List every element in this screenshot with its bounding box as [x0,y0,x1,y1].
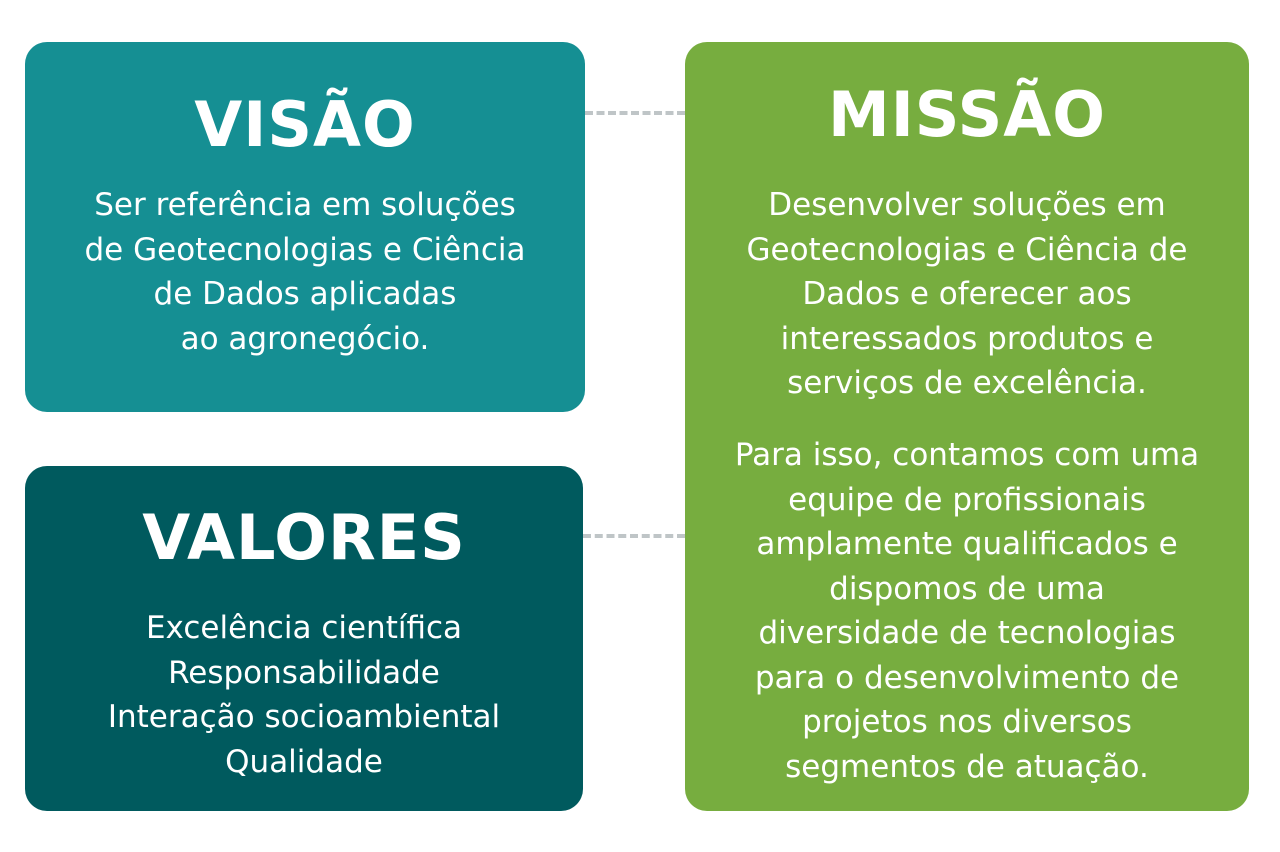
valores-item: Excelência científica [145,610,463,646]
missao-line: diversidade de tecnologias [758,615,1176,651]
missao-paragraph-1: Desenvolver soluções em Geotecnologias e… [685,183,1249,406]
visao-title: VISÃO [194,88,416,161]
missao-line: Dados e oferecer aos [802,276,1132,312]
valores-item: Qualidade [225,743,383,780]
valores-item: Interação socioambiental [107,699,501,735]
connector-valores-missao [583,534,685,538]
valores-list: Excelência científica Responsabilidade I… [25,606,583,784]
connector-visao-missao [585,111,685,115]
missao-card: MISSÃO Desenvolver soluções em Geotecnol… [685,42,1249,811]
missao-line: amplamente qualificados e [756,526,1178,562]
missao-title: MISSÃO [828,78,1106,151]
visao-line: ao agronegócio. [180,320,430,357]
valores-card: VALORES Excelência científica Responsabi… [25,466,583,811]
missao-line: Desenvolver soluções em [768,187,1166,223]
missao-line: serviços de excelência. [787,365,1147,401]
visao-line: Ser referência em soluções [94,187,516,223]
missao-line: segmentos de atuação. [785,748,1149,785]
missao-line: projetos nos diversos [802,704,1132,740]
missao-line: Para isso, contamos com uma [734,437,1200,473]
visao-line: de Dados aplicadas [153,276,457,312]
missao-line: Geotecnologias e Ciência de [746,231,1188,268]
valores-item: Responsabilidade [168,654,440,691]
missao-line: para o desenvolvimento de [754,659,1180,696]
visao-text: Ser referência em soluções de Geotecnolo… [25,183,585,361]
missao-paragraph-2: Para isso, contamos com uma equipe de pr… [685,433,1249,789]
visao-card: VISÃO Ser referência em soluções de Geot… [25,42,585,412]
missao-line: equipe de profissionais [788,481,1146,518]
missao-line: dispomos de uma [829,570,1105,607]
valores-title: VALORES [142,501,466,574]
visao-line: de Geotecnologias e Ciência [84,231,526,268]
missao-line: interessados produtos e [780,320,1154,357]
